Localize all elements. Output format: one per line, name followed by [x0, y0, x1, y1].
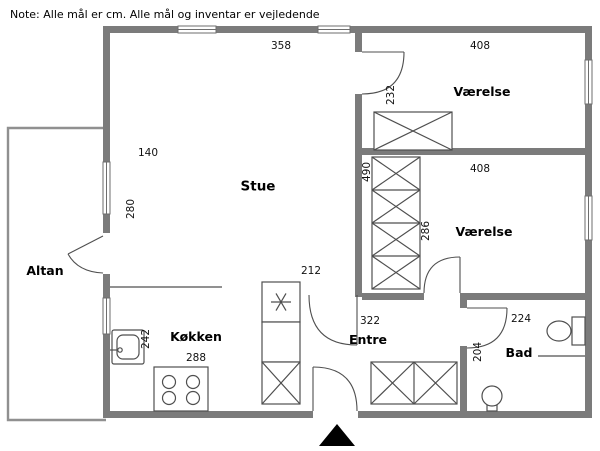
kitchen-fixtures	[110, 281, 301, 412]
wardrobes	[370, 111, 458, 405]
freezer-icon	[271, 293, 291, 311]
doors	[67, 51, 508, 412]
entrance-marker	[319, 424, 355, 446]
interior-walls	[355, 33, 585, 411]
outer-walls	[103, 26, 592, 418]
entrance-arrow-icon	[319, 424, 355, 446]
balcony-outline	[6, 126, 106, 422]
bathroom-fixtures	[481, 316, 586, 412]
toilet-icon	[571, 316, 586, 346]
windows	[102, 25, 593, 335]
